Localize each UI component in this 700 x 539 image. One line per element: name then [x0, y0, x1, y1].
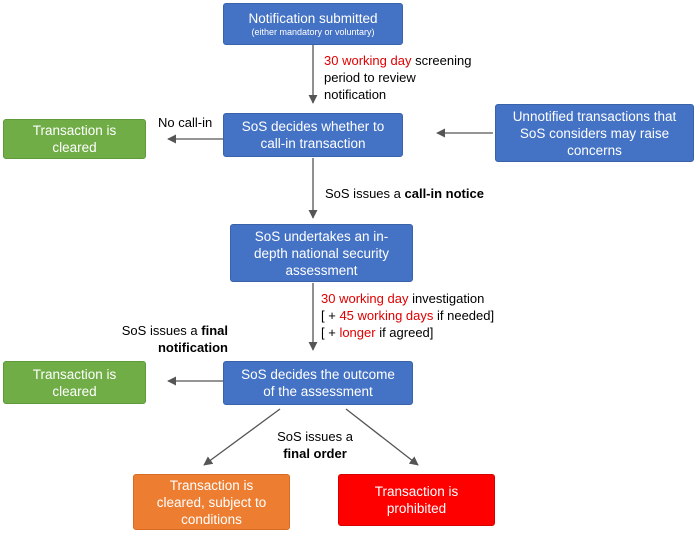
unnotified-line3: concerns: [567, 142, 622, 158]
notification-subtitle: (either mandatory or voluntary): [251, 27, 375, 37]
no-call-in-label: No call-in: [158, 115, 213, 130]
notification-title: Notification submitted: [248, 11, 378, 26]
longer-suffix: if agreed]: [375, 325, 434, 340]
assessment-line3: assessment: [285, 262, 358, 278]
conditions-line3: conditions: [181, 511, 242, 527]
final-order-prefix: SoS issues a: [277, 429, 353, 444]
screening-days: 30 working day: [324, 53, 412, 68]
investigation-label: 30 working day investigation [ + 45 work…: [321, 290, 494, 341]
final-order-label: SoS issues a final order: [270, 428, 360, 462]
in-depth-assessment-box: SoS undertakes an in- depth national sec…: [230, 224, 413, 282]
transaction-cleared-mid-box: Transaction is cleared: [3, 361, 146, 404]
decide-call-in-line1: SoS decides whether to: [241, 119, 385, 134]
final-order-bold: final order: [283, 446, 347, 461]
unnotified-line2: SoS considers may raise: [519, 125, 670, 141]
extension-prefix: [ +: [321, 308, 340, 323]
prohibited-line1: Transaction is: [374, 484, 459, 499]
cleared-subject-to-conditions-box: Transaction is cleared, subject to condi…: [133, 474, 290, 530]
final-notification-prefix: SoS issues a: [121, 323, 202, 338]
screening-period-label: 30 working day screening period to revie…: [324, 52, 471, 103]
assessment-line2: depth national security: [253, 245, 390, 261]
prohibited-line2: prohibited: [386, 501, 447, 516]
final-notification-word: notification: [157, 340, 228, 355]
investigation-days: 30 working day: [321, 291, 409, 306]
call-in-notice-label: SoS issues a call-in notice: [325, 185, 484, 202]
call-in-notice-bold: call-in notice: [404, 186, 484, 201]
conditions-line2: cleared, subject to: [156, 494, 267, 510]
arrow-outcome-to-conditions: [203, 408, 281, 466]
screening-line3: notification: [324, 87, 387, 102]
unnotified-transactions-box: Unnotified transactions that SoS conside…: [495, 104, 694, 162]
cleared-top-line1: Transaction is: [32, 123, 117, 138]
decide-outcome-box: SoS decides the outcome of the assessmen…: [223, 361, 413, 405]
notification-submitted-box: Notification submitted (either mandatory…: [223, 3, 403, 45]
final-notification-label: SoS issues a final notification: [120, 322, 228, 356]
unnotified-line1: Unnotified transactions that: [512, 108, 677, 124]
decide-outcome-line2: of the assessment: [263, 384, 373, 399]
longer-word: longer: [339, 325, 376, 340]
assessment-line1: SoS undertakes an in-: [254, 228, 389, 244]
extension-days: 45 working days: [339, 308, 434, 323]
final-notification-final: final: [201, 323, 228, 338]
cleared-mid-line2: cleared: [52, 383, 97, 399]
conditions-line1: Transaction is: [169, 477, 254, 493]
screening-line2: period to review: [324, 70, 416, 85]
decide-call-in-line2: call-in transaction: [260, 136, 366, 151]
arrow-outcome-to-prohibited: [345, 408, 419, 466]
transaction-prohibited-box: Transaction is prohibited: [338, 474, 495, 526]
call-in-notice-prefix: SoS issues a: [325, 186, 405, 201]
decide-call-in-box: SoS decides whether to call-in transacti…: [223, 113, 403, 157]
extension-suffix: if needed]: [433, 308, 495, 323]
transaction-cleared-top-box: Transaction is cleared: [3, 119, 146, 159]
cleared-top-line2: cleared: [52, 140, 97, 155]
screening-rest: screening: [411, 53, 472, 68]
decide-outcome-line1: SoS decides the outcome: [241, 367, 395, 382]
longer-prefix: [ +: [321, 325, 340, 340]
cleared-mid-line1: Transaction is: [32, 366, 117, 382]
investigation-rest: investigation: [408, 291, 485, 306]
